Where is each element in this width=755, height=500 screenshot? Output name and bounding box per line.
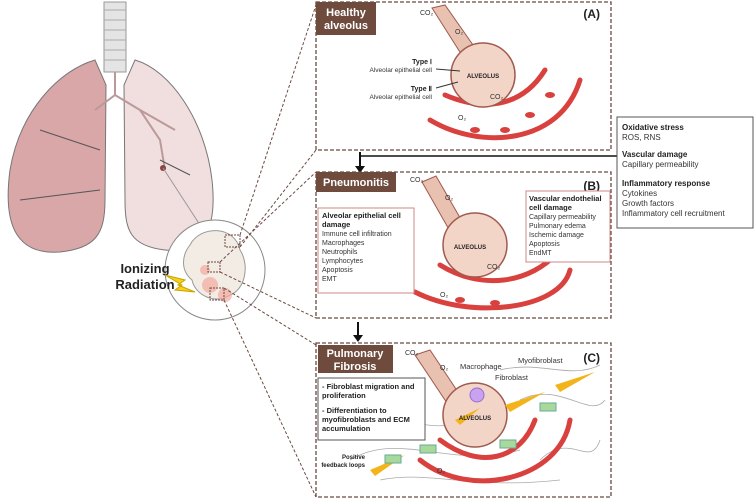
list-item: Macrophages <box>322 240 365 247</box>
feedback-label-2: feedback loops <box>321 463 365 469</box>
list-item: Pulmonary edema <box>529 223 586 230</box>
panel-b-title: Pneumonitis <box>323 177 389 189</box>
epithelial-damage-title: Alveolar epithelial cell <box>322 211 401 220</box>
fibrosis-step: myofibroblasts and ECM <box>322 415 410 424</box>
list-item: Ischemic damage <box>529 232 584 239</box>
fibrosis-step: - Fibroblast migration and <box>322 382 415 391</box>
o2-label: O₂ <box>458 115 466 122</box>
fibrosis-step: - Differentiation to <box>322 406 387 415</box>
endothelial-damage-title: Vascular endothelial <box>529 194 602 203</box>
panel-pulmonary-fibrosis: Pulmonary Fibrosis (C) ALVEOLUS CO₂ O₂ O… <box>315 342 612 498</box>
list-item: Capillary permeability <box>529 214 596 221</box>
oxidative-stress-title: Oxidative stress <box>622 123 684 132</box>
zoom-connector-lines <box>219 4 317 498</box>
macrophage-label: Macrophage <box>460 362 502 371</box>
list-item: Neutrophils <box>322 249 358 256</box>
panel-c-title: Pulmonary <box>327 348 385 360</box>
mechanism-item: ROS, RNS <box>622 133 661 142</box>
panel-a-title-2: alveolus <box>324 20 368 32</box>
type1-desc: Alveolar epithelial cell <box>369 67 432 74</box>
myofibroblast-icon <box>370 372 595 476</box>
mechanism-item: Cytokines <box>622 189 657 198</box>
macrophage-icon <box>469 387 485 403</box>
panel-healthy-alveolus: Healthy alveolus (A) ALVEOLUS CO₂ O₂ CO₂… <box>315 1 612 151</box>
o2-label: O₂ <box>440 365 448 372</box>
vascular-damage-title: Vascular damage <box>622 150 688 159</box>
alveolus-label: ALVEOLUS <box>467 74 499 80</box>
alveolus-label: ALVEOLUS <box>459 416 491 422</box>
inflammatory-response-title: Inflammatory response <box>622 179 711 188</box>
panel-a-letter: (A) <box>583 7 600 21</box>
o2-label: O₂ <box>455 29 463 36</box>
list-item: Apoptosis <box>322 267 353 274</box>
o2-label: O₂ <box>440 292 448 299</box>
co2-label: CO₂ <box>405 350 419 357</box>
fibrosis-step: proliferation <box>322 391 366 400</box>
progression-arrows <box>353 152 618 342</box>
panel-c-letter: (C) <box>583 351 600 365</box>
o2-label: O₂ <box>445 195 453 202</box>
epithelial-damage-title-2: damage <box>322 220 350 229</box>
list-item: Apoptosis <box>529 241 560 248</box>
panel-b-letter: (B) <box>583 179 600 193</box>
myofibroblast-label: Myofibroblast <box>518 356 564 365</box>
list-item: EndMT <box>529 250 552 257</box>
endothelial-damage-title-2: cell damage <box>529 203 572 212</box>
panel-c-title-2: Fibrosis <box>334 361 377 373</box>
fibrosis-step: accumulation <box>322 424 371 433</box>
panel-a-title: Healthy <box>326 7 367 19</box>
lightning-icon <box>164 274 196 293</box>
feedback-label: Positive <box>342 455 366 461</box>
mechanism-item: Inflammatory cell recruitment <box>622 209 725 218</box>
zoomed-lung-tissue <box>162 167 266 321</box>
o2-label: O₂ <box>437 468 445 475</box>
co2-label: CO₂ <box>487 264 501 271</box>
co2-label: CO₂ <box>490 94 504 101</box>
co2-label: CO₂ <box>420 10 434 17</box>
mechanisms-box: Oxidative stress ROS, RNS Vascular damag… <box>616 116 754 229</box>
fibroblast-icon <box>539 402 557 412</box>
type1-title: Type Ⅰ <box>412 58 432 66</box>
type2-title: Type Ⅱ <box>411 85 432 93</box>
list-item: Immune cell infiltration <box>322 231 392 238</box>
mechanism-item: Capillary permeability <box>622 160 698 169</box>
type2-desc: Alveolar epithelial cell <box>369 94 432 101</box>
panel-pneumonitis: Pneumonitis (B) ALVEOLUS CO₂ O₂ CO₂ O₂ A… <box>315 171 612 319</box>
radiation-label-line1: Ionizing <box>120 261 169 276</box>
alveolus-label: ALVEOLUS <box>454 245 486 251</box>
fibroblast-label: Fibroblast <box>495 373 529 382</box>
mechanism-item: Growth factors <box>622 199 674 208</box>
radiation-label-line2: Radiation <box>115 277 174 292</box>
list-item: EMT <box>322 276 338 283</box>
co2-label: CO₂ <box>410 177 424 184</box>
list-item: Lymphocytes <box>322 258 363 265</box>
lungs-illustration <box>7 1 214 253</box>
